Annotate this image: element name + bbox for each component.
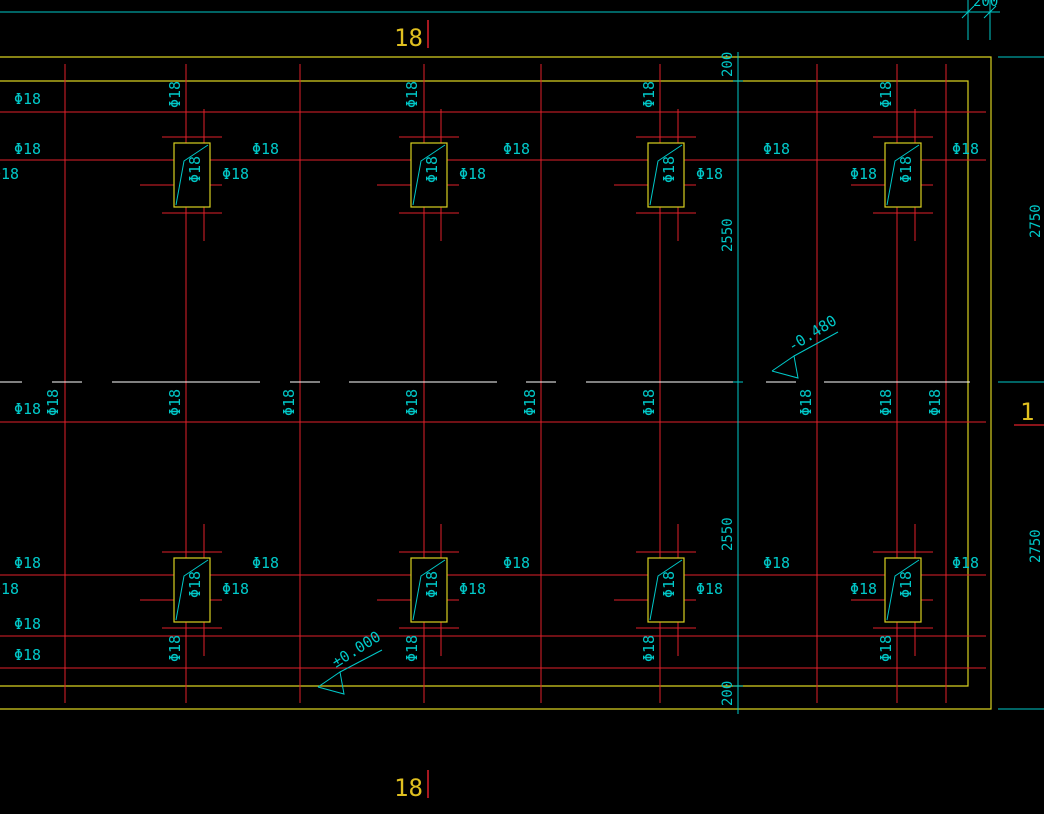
rebar-label-v-1: Φ18 <box>403 81 421 108</box>
dim-vertical-bottom: 200 <box>720 681 736 706</box>
elevation-marker-lower <box>317 649 383 695</box>
rebar-label-h-4: Φ18 <box>459 165 486 183</box>
rebar-label-h-19: Φ18 <box>952 554 979 572</box>
rebar-label-h-20: Φ18 <box>14 615 41 633</box>
rebar-label-h-8: Φ18 <box>850 165 877 183</box>
rebar-label-v-7: Φ18 <box>403 389 421 416</box>
rebar-label-h-7: Φ18 <box>763 140 790 158</box>
rebar-label-h-22: Φ18 <box>0 165 19 183</box>
rebar-label-v-16: Φ18 <box>877 635 895 662</box>
rebar-label-v-13: Φ18 <box>166 635 184 662</box>
dim-right-lower: 2750 <box>1028 529 1044 563</box>
rebar-label-v-10: Φ18 <box>797 389 815 416</box>
column-pad-7: Φ18 <box>851 524 933 656</box>
right-dimension-group <box>998 56 1044 710</box>
column-pad-5: Φ18 <box>377 524 459 656</box>
pad-rebar-label-1: Φ18 <box>423 156 441 183</box>
axis-label-top: 18 <box>394 24 423 52</box>
pad-rebar-label-7: Φ18 <box>897 571 915 598</box>
rebar-label-h-12: Φ18 <box>222 580 249 598</box>
column-pad-3: Φ18 <box>851 109 933 241</box>
pad-rebar-label-2: Φ18 <box>660 156 678 183</box>
rebar-label-h-11: Φ18 <box>14 554 41 572</box>
rebar-label-h-1: Φ18 <box>14 140 41 158</box>
column-pad-2: Φ18 <box>614 109 696 241</box>
rebar-label-h-5: Φ18 <box>503 140 530 158</box>
rebar-label-h-18: Φ18 <box>850 580 877 598</box>
rebar-label-v-14: Φ18 <box>403 635 421 662</box>
pad-rebar-label-0: Φ18 <box>186 156 204 183</box>
axis-label-right: 1 <box>1020 398 1034 426</box>
rebar-label-v-5: Φ18 <box>166 389 184 416</box>
top-dimension-group <box>0 0 1000 40</box>
rebar-label-h-9: Φ18 <box>952 140 979 158</box>
rebar-label-h-23: Φ18 <box>0 580 19 598</box>
rebar-label-v-2: Φ18 <box>640 81 658 108</box>
rebar-label-v-9: Φ18 <box>640 389 658 416</box>
rebar-lines <box>0 64 986 703</box>
foundation-outline <box>0 56 992 710</box>
pad-rebar-label-5: Φ18 <box>423 571 441 598</box>
rebar-label-h-16: Φ18 <box>696 580 723 598</box>
rebar-label-v-8: Φ18 <box>521 389 539 416</box>
rebar-label-h-2: Φ18 <box>222 165 249 183</box>
rebar-label-h-3: Φ18 <box>252 140 279 158</box>
rebar-label-h-10: Φ18 <box>14 400 41 418</box>
rebar-label-v-11: Φ18 <box>877 389 895 416</box>
elevation-label-lower: ±0.000 <box>329 627 384 671</box>
column-pad-1: Φ18 <box>377 109 459 241</box>
rebar-label-v-6: Φ18 <box>280 389 298 416</box>
rebar-label-h-17: Φ18 <box>763 554 790 572</box>
column-pad-4: Φ18 <box>140 524 222 656</box>
rebar-labels: Φ18Φ18Φ18Φ18Φ18Φ18Φ18Φ18Φ18Φ18Φ18Φ18Φ18Φ… <box>0 81 979 664</box>
axis-label-bottom: 18 <box>394 774 423 802</box>
pad-rebar-label-4: Φ18 <box>186 571 204 598</box>
rebar-label-h-0: Φ18 <box>14 90 41 108</box>
rebar-label-v-12: Φ18 <box>926 389 944 416</box>
rebar-label-v-0: Φ18 <box>166 81 184 108</box>
dim-top-offset: 200 <box>973 0 998 10</box>
dim-right-upper: 2750 <box>1028 204 1044 238</box>
dim-vertical-mid-lower: 2550 <box>720 517 736 551</box>
rebar-label-h-15: Φ18 <box>503 554 530 572</box>
dim-vertical-top: 200 <box>720 52 736 77</box>
rebar-label-v-15: Φ18 <box>640 635 658 662</box>
rebar-label-h-13: Φ18 <box>252 554 279 572</box>
rebar-label-h-14: Φ18 <box>459 580 486 598</box>
elevation-marker-upper <box>771 331 839 379</box>
rebar-label-v-3: Φ18 <box>877 81 895 108</box>
pad-rebar-label-3: Φ18 <box>897 156 915 183</box>
rebar-label-h-21: Φ18 <box>14 646 41 664</box>
rebar-label-v-4: Φ18 <box>44 389 62 416</box>
vertical-dimension-line <box>733 52 743 714</box>
column-pad-6: Φ18 <box>614 524 696 656</box>
column-pad-0: Φ18 <box>140 109 222 241</box>
dim-vertical-mid-upper: 2550 <box>720 218 736 252</box>
elevation-label-upper: -0.480 <box>785 311 840 355</box>
pad-rebar-label-6: Φ18 <box>660 571 678 598</box>
rebar-label-h-6: Φ18 <box>696 165 723 183</box>
